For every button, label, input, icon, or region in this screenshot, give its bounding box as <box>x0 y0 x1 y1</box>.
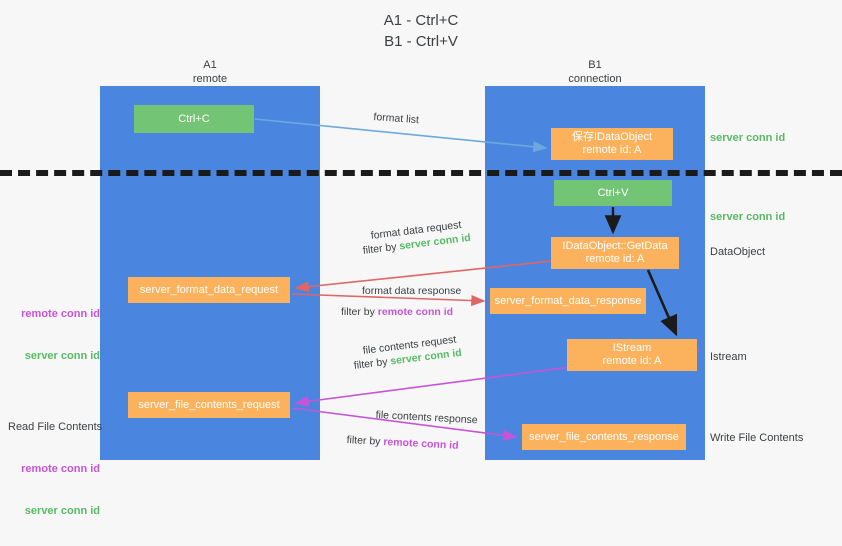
annotation-istream: Istream <box>710 351 747 363</box>
annotation-conn-ids-upper: remote conn id server conn id <box>8 279 100 391</box>
annotation-server-conn-id-mid: server conn id <box>710 211 786 223</box>
node-server-format-data-response[interactable]: server_format_data_response <box>490 288 646 314</box>
remote-conn-id-text: remote conn id <box>383 435 459 452</box>
annotation-remote-conn-id: remote conn id <box>21 463 100 475</box>
edge-label-format-data-response-filter: filter by remote conn id <box>341 305 453 320</box>
edge-label-format-data-response: format data response <box>362 285 462 297</box>
annotation-server-conn-id: server conn id <box>24 350 100 362</box>
annotation-read-file-contents: Read File Contents <box>8 421 103 433</box>
annotation-read-file-block: Read File Contents remote conn id server… <box>8 392 103 546</box>
filter-by-text: filter by <box>353 355 392 372</box>
node-idataobject-getdata[interactable]: IDataObject::GetData remote id: A <box>551 237 679 269</box>
edge-label-file-contents-response-filter: filter by remote conn id <box>346 433 459 454</box>
node-server-format-data-request[interactable]: server_format_data_request <box>128 277 290 303</box>
column-header-b1: B1 connection <box>568 59 622 85</box>
node-ctrl-v[interactable]: Ctrl+V <box>554 180 672 206</box>
filter-by-text: filter by <box>362 240 401 257</box>
node-server-file-contents-response[interactable]: server_file_contents_response <box>522 424 686 450</box>
annotation-remote-conn-id: remote conn id <box>21 308 100 320</box>
node-save-idataobject[interactable]: 保存IDataObject remote id: A <box>551 128 673 160</box>
node-ctrl-c[interactable]: Ctrl+C <box>134 105 254 133</box>
node-server-file-contents-request[interactable]: server_file_contents_request <box>128 392 290 418</box>
filter-by-text: filter by <box>346 433 384 448</box>
diagram-canvas: A1 - Ctrl+C B1 - Ctrl+V A1 remote B1 con… <box>0 12 842 517</box>
annotation-dataobject: DataObject <box>710 246 766 258</box>
annotation-write-file-contents: Write File Contents <box>710 432 804 444</box>
edge-label-file-contents-response: file contents response <box>375 408 478 427</box>
phase-divider <box>0 170 842 176</box>
filter-by-text: filter by <box>341 306 378 318</box>
page-title: A1 - Ctrl+C B1 - Ctrl+V <box>383 12 459 50</box>
annotation-server-conn-id: server conn id <box>24 505 100 517</box>
column-header-a1: A1 remote <box>192 59 228 85</box>
remote-conn-id-text: remote conn id <box>377 306 454 318</box>
edge-label-format-list: format list <box>373 110 420 127</box>
annotation-server-conn-id-top: server conn id <box>710 132 786 144</box>
node-istream[interactable]: IStream remote id: A <box>567 339 697 371</box>
